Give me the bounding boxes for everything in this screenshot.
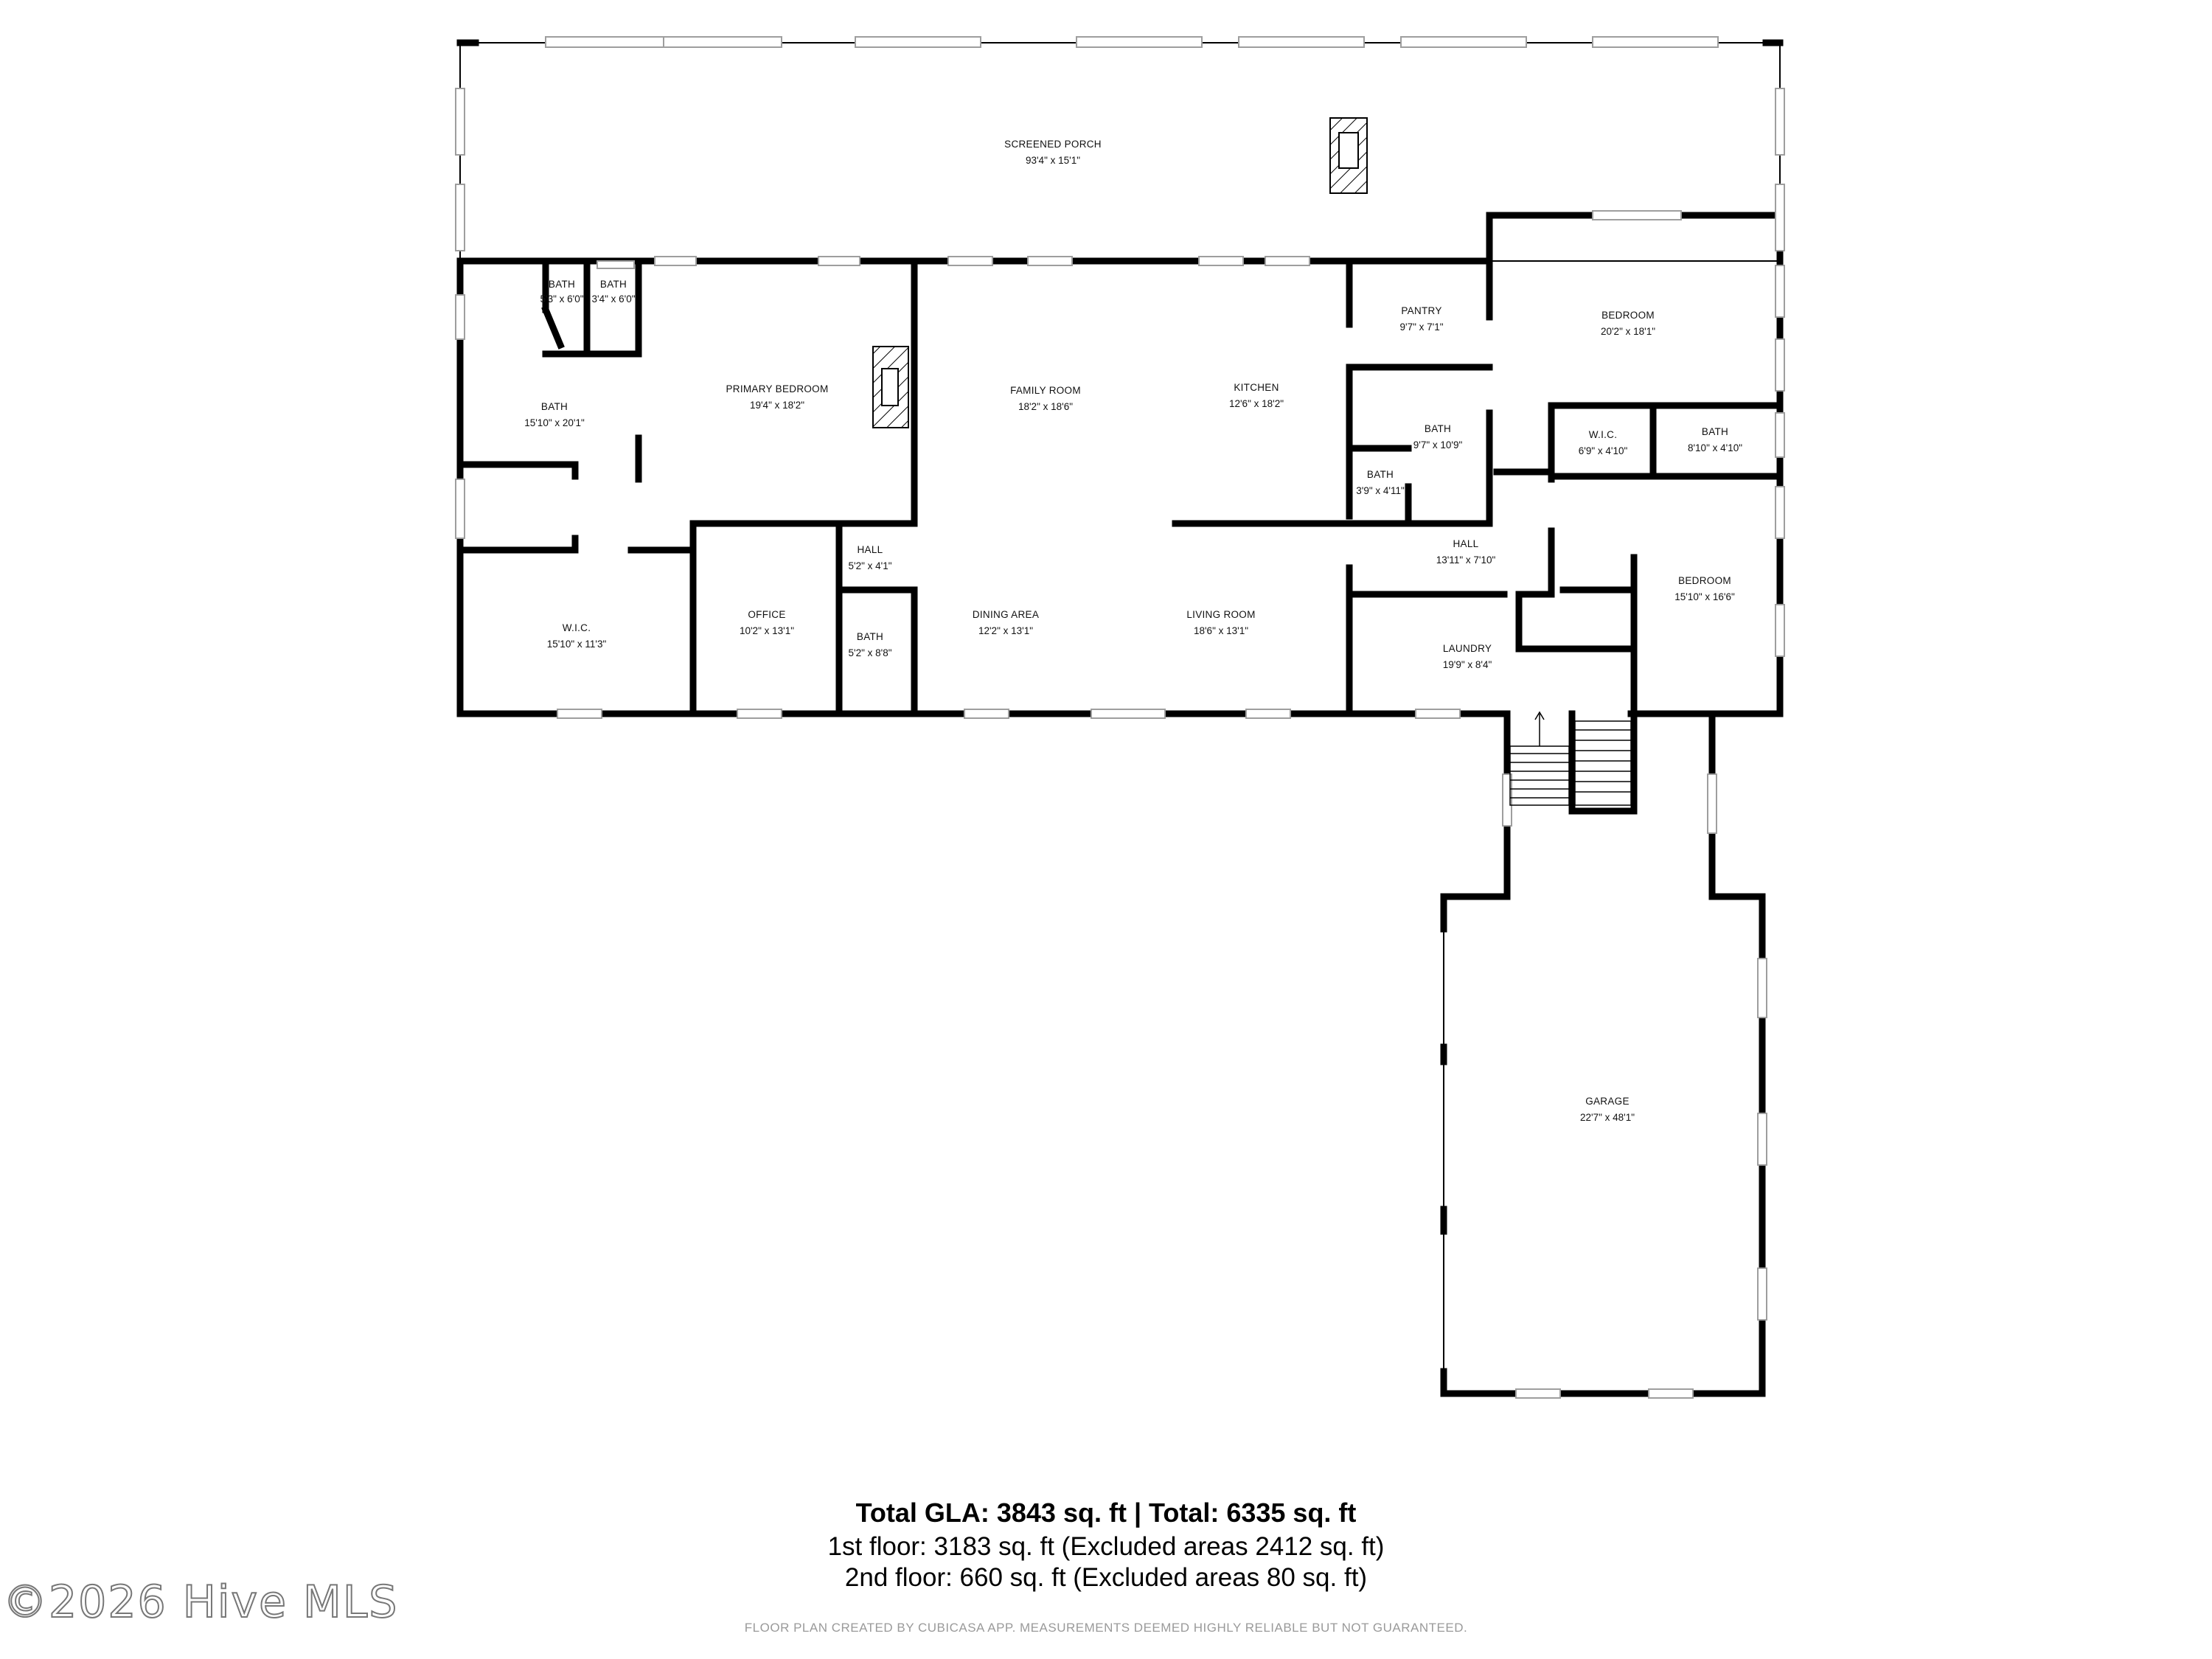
office-name: OFFICE — [748, 609, 785, 620]
bedroom-se-dim: 15'10" x 16'6" — [1674, 591, 1735, 602]
wic-small-dim: 6'9" x 4'10" — [1579, 445, 1628, 456]
laundry-name: LAUNDRY — [1443, 643, 1492, 654]
bedroom-ne-dim: 20'2" x 18'1" — [1601, 326, 1655, 337]
first-floor-area: 1st floor: 3183 sq. ft (Excluded areas 2… — [827, 1532, 1385, 1561]
family-room-dim: 18'2" x 18'6" — [1018, 401, 1073, 412]
second-floor-area: 2nd floor: 660 sq. ft (Excluded areas 80… — [844, 1563, 1368, 1592]
bath-center-name: BATH — [1425, 423, 1451, 434]
bedroom-ne-name: BEDROOM — [1601, 310, 1655, 321]
stairs — [1509, 711, 1632, 806]
hall-small-name: HALL — [858, 544, 883, 555]
bath-small-dim: 3'9" x 4'11" — [1356, 485, 1405, 496]
room-labels: SCREENED PORCH 93'4" x 15'1" BATH 5'3" x… — [524, 139, 1742, 1123]
dining-area-dim: 12'2" x 13'1" — [978, 625, 1033, 636]
living-room-dim: 18'6" x 13'1" — [1194, 625, 1248, 636]
screened-porch-name: SCREENED PORCH — [1004, 139, 1102, 150]
total-area: Total GLA: 3843 sq. ft | Total: 6335 sq.… — [855, 1498, 1357, 1528]
bath-east-dim: 8'10" x 4'10" — [1688, 442, 1742, 453]
wic-large-name: W.I.C. — [563, 622, 591, 633]
disclaimer: FLOOR PLAN CREATED BY CUBICASA APP. MEAS… — [744, 1621, 1468, 1635]
bedroom-se-name: BEDROOM — [1678, 575, 1731, 586]
hall-small-dim: 5'2" x 4'1" — [848, 560, 891, 571]
bath-hall-name: BATH — [857, 631, 883, 642]
fireplaces — [872, 117, 1368, 428]
hall-main-name: HALL — [1453, 538, 1479, 549]
laundry-dim: 19'9" x 8'4" — [1443, 659, 1492, 670]
dining-area-name: DINING AREA — [973, 609, 1039, 620]
bath-east-name: BATH — [1702, 426, 1728, 437]
bath-hall-dim: 5'2" x 8'8" — [848, 647, 891, 658]
pantry-dim: 9'7" x 7'1" — [1399, 321, 1443, 333]
primary-bedroom-dim: 19'4" x 18'2" — [750, 400, 804, 411]
hall-main-dim: 13'11" x 7'10" — [1436, 554, 1496, 566]
watermark: ©2026 Hive MLS — [2, 1576, 399, 1629]
family-room-name: FAMILY ROOM — [1010, 385, 1081, 396]
garage-name: GARAGE — [1585, 1096, 1630, 1107]
bath-a-name: BATH — [549, 279, 575, 290]
bath-primary-name: BATH — [541, 401, 568, 412]
windows — [455, 36, 1785, 1399]
bath-center-dim: 9'7" x 10'9" — [1413, 439, 1463, 451]
screened-porch-dim: 93'4" x 15'1" — [1026, 155, 1080, 166]
bath-primary-dim: 15'10" x 20'1" — [524, 417, 585, 428]
kitchen-dim: 12'6" x 18'2" — [1229, 398, 1284, 409]
living-room-name: LIVING ROOM — [1186, 609, 1255, 620]
bath-a-dim: 5'3" x 6'0" — [540, 293, 583, 305]
bath-b-dim: 3'4" x 6'0" — [591, 293, 635, 305]
office-dim: 10'2" x 13'1" — [740, 625, 794, 636]
wic-large-dim: 15'10" x 11'3" — [547, 639, 607, 650]
garage-dim: 22'7" x 48'1" — [1580, 1112, 1635, 1123]
kitchen-name: KITCHEN — [1234, 382, 1279, 393]
bath-b-name: BATH — [600, 279, 627, 290]
primary-bedroom-name: PRIMARY BEDROOM — [726, 383, 828, 394]
wic-small-name: W.I.C. — [1589, 429, 1618, 440]
pantry-name: PANTRY — [1401, 305, 1441, 316]
bath-small-name: BATH — [1367, 469, 1394, 480]
porch-fireplace — [1329, 117, 1368, 194]
